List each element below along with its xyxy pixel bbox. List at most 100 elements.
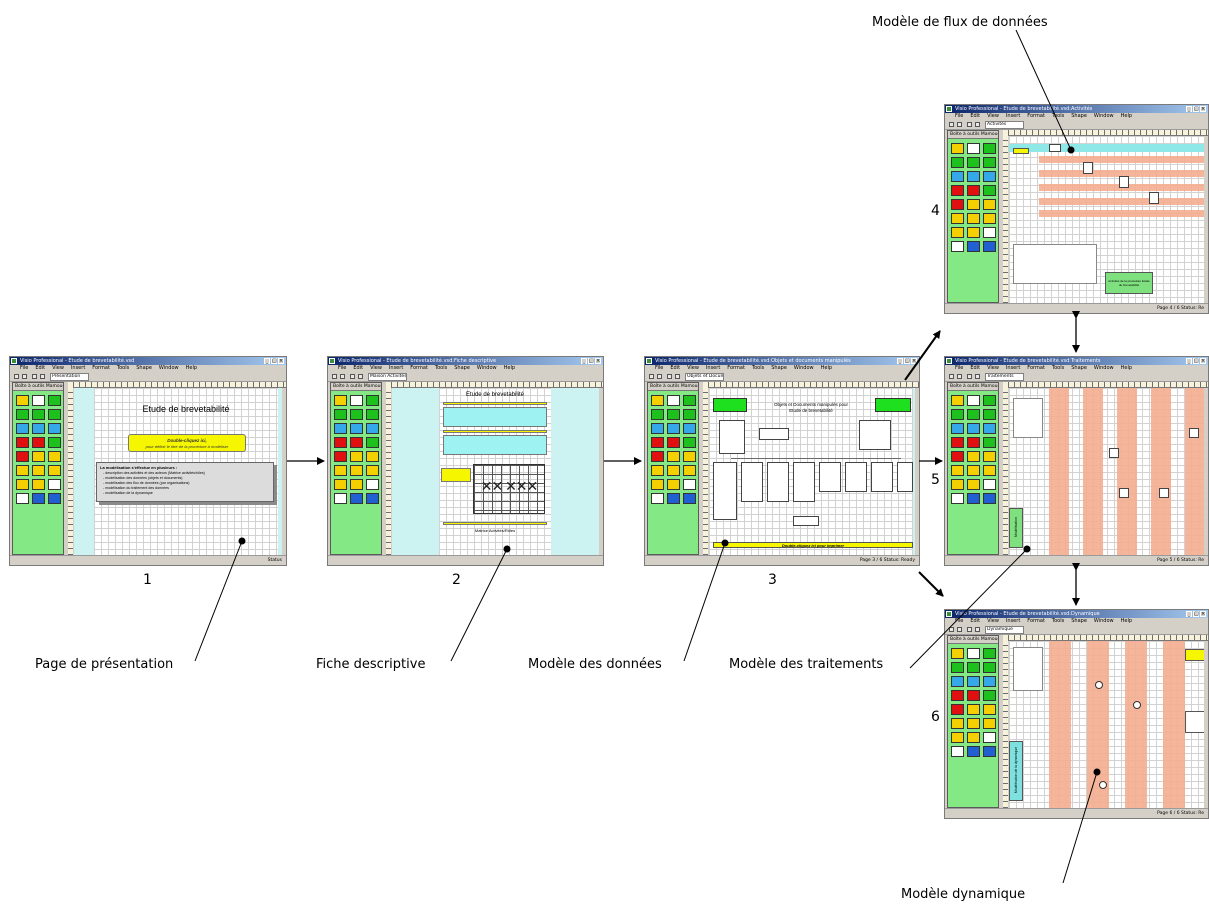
- stencil-arrow-icon[interactable]: [967, 199, 980, 210]
- description-block[interactable]: [443, 435, 547, 455]
- menu-view[interactable]: View: [52, 365, 64, 371]
- stencil-slash-icon[interactable]: [983, 718, 996, 729]
- stencil-bar-icon[interactable]: [16, 465, 29, 476]
- maximize-icon[interactable]: □: [1193, 106, 1199, 112]
- class-box[interactable]: [871, 462, 893, 492]
- minimize-icon[interactable]: _: [581, 358, 587, 364]
- stencil-user-icon[interactable]: [983, 676, 996, 687]
- stencil-actor-icon[interactable]: [951, 648, 964, 659]
- dynamique-tab[interactable]: Modélisation de la dynamique: [1009, 741, 1023, 801]
- state-node[interactable]: [1133, 701, 1141, 709]
- menu-format[interactable]: Format: [410, 365, 428, 371]
- connector-icon[interactable]: [340, 374, 345, 379]
- window-controls[interactable]: _□×: [581, 358, 601, 364]
- stencil-decision-icon[interactable]: [651, 409, 664, 420]
- page-selector[interactable]: Traitements: [985, 373, 1024, 381]
- menu-help[interactable]: Help: [1120, 618, 1133, 624]
- stencil-start-icon[interactable]: [334, 451, 347, 462]
- stencil-line-icon[interactable]: [983, 648, 996, 659]
- stencil-decision-icon[interactable]: [16, 409, 29, 420]
- stencil-start-icon[interactable]: [951, 451, 964, 462]
- menu-tools[interactable]: Tools: [434, 365, 448, 371]
- menu-format[interactable]: Format: [727, 365, 745, 371]
- stencil-arrow-icon[interactable]: [350, 451, 363, 462]
- drawing-canvas[interactable]: Objets et Documents manipulés pour Etude…: [709, 388, 915, 555]
- stencil-process-icon[interactable]: [366, 437, 379, 448]
- close-icon[interactable]: ×: [1200, 611, 1206, 617]
- activity-box[interactable]: [1049, 144, 1061, 152]
- menu-help[interactable]: Help: [1120, 113, 1133, 119]
- menu-file[interactable]: File: [955, 365, 964, 371]
- pointer-icon[interactable]: [649, 374, 654, 379]
- stencil-text-icon[interactable]: [983, 227, 996, 238]
- stencil-org-icon[interactable]: [967, 662, 980, 673]
- menu-format[interactable]: Format: [1027, 618, 1045, 624]
- stencil-bar-icon[interactable]: [951, 213, 964, 224]
- class-box[interactable]: [713, 462, 737, 520]
- stencil-line-icon[interactable]: [983, 395, 996, 406]
- menu-insert[interactable]: Insert: [1005, 365, 1021, 371]
- stencil-fork-icon[interactable]: [667, 465, 680, 476]
- window-controls[interactable]: _□×: [1186, 358, 1206, 364]
- stencil-cross-icon[interactable]: [350, 437, 363, 448]
- stencil-text-icon[interactable]: [683, 479, 696, 490]
- class-box[interactable]: [767, 462, 789, 502]
- window-controls[interactable]: _□×: [1186, 611, 1206, 617]
- menu-tools[interactable]: Tools: [1051, 113, 1065, 119]
- stencil-screen-icon[interactable]: [951, 676, 964, 687]
- drawing-canvas[interactable]: Activités de la procédure Etude de breve…: [1009, 136, 1204, 303]
- activities-note[interactable]: Activités de la procédure Etude de breve…: [1105, 272, 1153, 294]
- window-controls[interactable]: _□×: [1186, 106, 1206, 112]
- prev-page-icon[interactable]: [667, 374, 672, 379]
- connector-icon[interactable]: [957, 627, 962, 632]
- stencil-process-icon[interactable]: [983, 185, 996, 196]
- menu-tools[interactable]: Tools: [751, 365, 765, 371]
- stencil-fork-icon[interactable]: [967, 213, 980, 224]
- stencil-event-icon[interactable]: [651, 437, 664, 448]
- window-controls[interactable]: _□×: [897, 358, 917, 364]
- stencil-table-icon[interactable]: [967, 493, 980, 504]
- menu-view[interactable]: View: [370, 365, 382, 371]
- stencil-note-icon[interactable]: [951, 746, 964, 757]
- stencil-process-icon[interactable]: [48, 437, 61, 448]
- stencil-cross-icon[interactable]: [967, 437, 980, 448]
- stencil-grid-icon[interactable]: [983, 746, 996, 757]
- maximize-icon[interactable]: □: [1193, 358, 1199, 364]
- minimize-icon[interactable]: _: [264, 358, 270, 364]
- stencil-fork-icon[interactable]: [967, 718, 980, 729]
- stencil-event-icon[interactable]: [951, 437, 964, 448]
- stencil-actor-icon[interactable]: [16, 395, 29, 406]
- menu-insert[interactable]: Insert: [388, 365, 404, 371]
- prev-page-icon[interactable]: [32, 374, 37, 379]
- stencil-flow-icon[interactable]: [683, 451, 696, 462]
- stencil-org-icon[interactable]: [667, 409, 680, 420]
- stencil-line-icon[interactable]: [683, 395, 696, 406]
- stencil-decision-icon[interactable]: [951, 662, 964, 673]
- close-icon[interactable]: ×: [911, 358, 917, 364]
- stencil-table-icon[interactable]: [967, 241, 980, 252]
- stencil-org-icon[interactable]: [967, 157, 980, 168]
- stencil-star-icon[interactable]: [983, 662, 996, 673]
- stencil-cross-icon[interactable]: [32, 437, 45, 448]
- stencil-grid-icon[interactable]: [366, 493, 379, 504]
- stencil-document-icon[interactable]: [350, 395, 363, 406]
- pointer-icon[interactable]: [949, 374, 954, 379]
- activity-start[interactable]: [1013, 148, 1029, 154]
- stencil-decision-icon[interactable]: [334, 409, 347, 420]
- stencil-diagonal-icon[interactable]: [951, 732, 964, 743]
- prev-page-icon[interactable]: [967, 627, 972, 632]
- activity-box[interactable]: [1119, 176, 1129, 188]
- stencil-note-icon[interactable]: [951, 493, 964, 504]
- stencil-start-icon[interactable]: [951, 704, 964, 715]
- maximize-icon[interactable]: □: [1193, 611, 1199, 617]
- minimize-icon[interactable]: _: [1186, 611, 1192, 617]
- stencil-fork-icon[interactable]: [32, 465, 45, 476]
- stencil-org-icon[interactable]: [350, 409, 363, 420]
- stencil-slash-icon[interactable]: [366, 465, 379, 476]
- menu-window[interactable]: Window: [793, 365, 814, 371]
- stencil-fork-icon[interactable]: [967, 465, 980, 476]
- stencil-slash-icon[interactable]: [983, 213, 996, 224]
- print-footer[interactable]: Double-cliquez ici pour imprimer: [713, 542, 913, 548]
- menu-file[interactable]: File: [655, 365, 664, 371]
- stencil-document-icon[interactable]: [32, 395, 45, 406]
